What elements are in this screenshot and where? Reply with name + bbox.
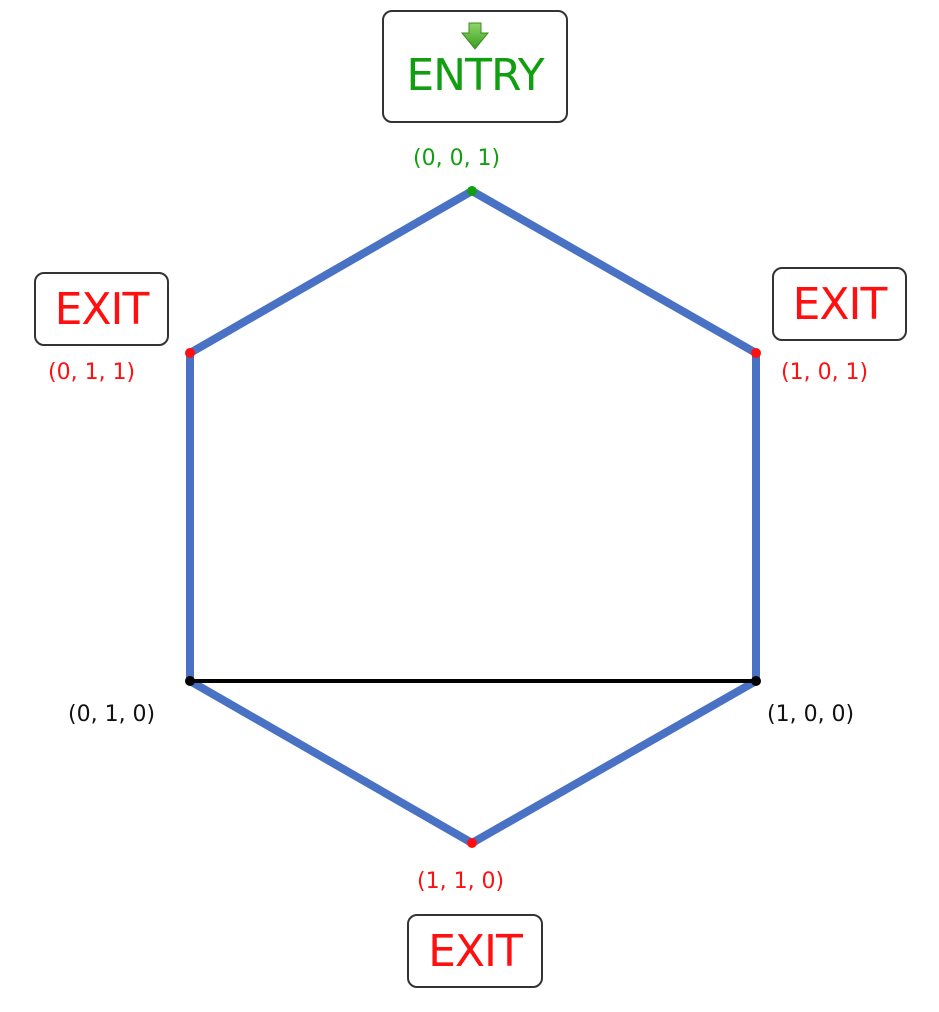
entry-sign: ENTRY bbox=[382, 10, 568, 123]
exit-sign-left: EXIT bbox=[34, 272, 169, 346]
vertex-010-dot[interactable] bbox=[185, 676, 195, 686]
vertex-label-101: (1, 0, 1) bbox=[781, 360, 869, 385]
hexagon-edges bbox=[186, 187, 760, 847]
vertex-011-dot[interactable] bbox=[185, 348, 195, 358]
entry-sign-label: ENTRY bbox=[406, 50, 544, 101]
vertex-101-dot[interactable] bbox=[751, 348, 761, 358]
vertex-label-110: (1, 1, 0) bbox=[417, 869, 505, 894]
vertex-110-dot[interactable] bbox=[467, 838, 477, 848]
vertex-points bbox=[185, 186, 761, 848]
exit-sign-bottom: EXIT bbox=[407, 914, 543, 988]
vertex-100-dot[interactable] bbox=[751, 676, 761, 686]
hexagon-outline bbox=[186, 187, 760, 847]
vertex-001-dot[interactable] bbox=[467, 186, 477, 196]
exit-sign-bottom-label: EXIT bbox=[428, 926, 523, 977]
vertex-label-001: (0, 0, 1) bbox=[413, 146, 501, 171]
vertex-label-010: (0, 1, 0) bbox=[68, 702, 156, 727]
exit-sign-left-label: EXIT bbox=[54, 284, 150, 335]
vertex-label-100: (1, 0, 0) bbox=[767, 702, 855, 727]
exit-sign-right: EXIT bbox=[772, 267, 907, 341]
down-arrow-icon bbox=[460, 22, 490, 50]
vertex-label-011: (0, 1, 1) bbox=[48, 360, 136, 385]
exit-sign-right-label: EXIT bbox=[792, 279, 888, 330]
